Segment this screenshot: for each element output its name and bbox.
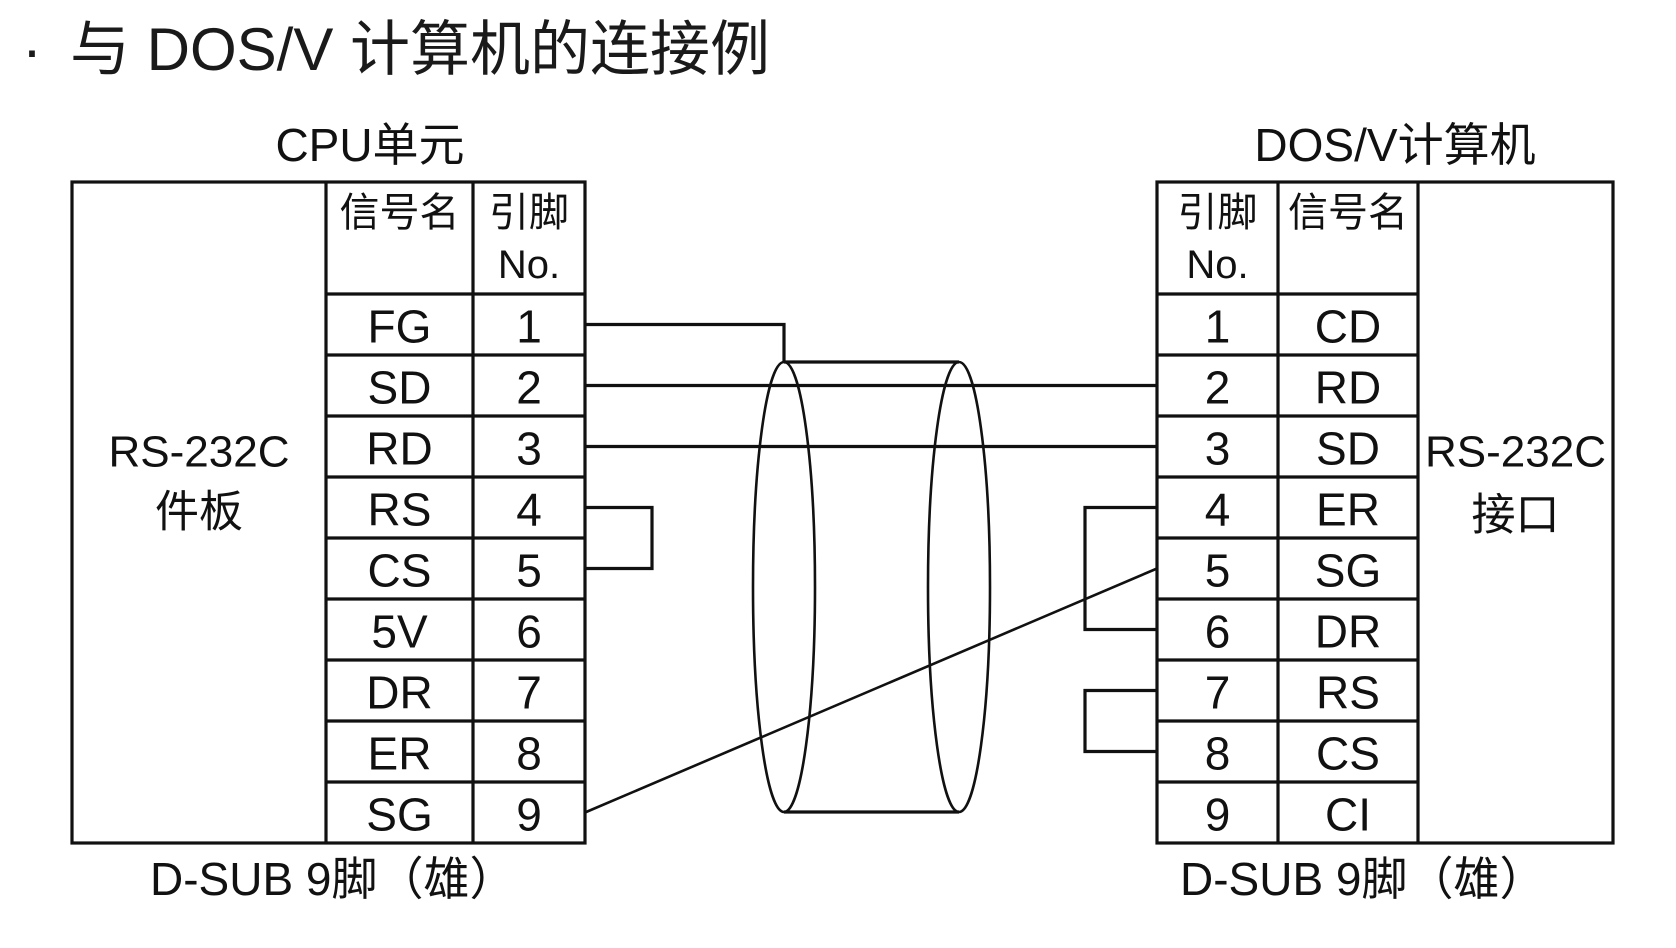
left-signal-sg: SG bbox=[366, 789, 432, 841]
left-outer-frame bbox=[70, 180, 587, 845]
right-connector-type: D-SUB 9脚（雄） bbox=[1180, 853, 1546, 905]
left-signal-rs: RS bbox=[368, 484, 432, 536]
left-board-label: RS-232C bbox=[109, 428, 290, 477]
right-pin-1: 1 bbox=[1205, 301, 1231, 353]
right-pin-5: 5 bbox=[1205, 545, 1231, 597]
title-bullet: · bbox=[22, 16, 42, 83]
right-outer-frame bbox=[1155, 180, 1615, 845]
right-header-pin: 引脚 bbox=[1178, 191, 1258, 235]
right-signal-ci: CI bbox=[1325, 789, 1371, 841]
left-pin-5: 5 bbox=[516, 545, 542, 597]
computer-heading: DOS/V计算机 bbox=[1254, 119, 1536, 171]
right-signal-dr: DR bbox=[1315, 606, 1381, 658]
left-connector-type: D-SUB 9脚（雄） bbox=[150, 853, 516, 905]
right-header-pin-no: No. bbox=[1186, 243, 1248, 287]
right-signal-sg: SG bbox=[1315, 545, 1381, 597]
right-signal-rd: RD bbox=[1315, 362, 1381, 414]
right-pin-8: 8 bbox=[1205, 728, 1231, 780]
right-pin-3: 3 bbox=[1205, 423, 1231, 475]
cpu-unit-heading: CPU单元 bbox=[275, 119, 465, 171]
wire-fg-shield bbox=[585, 322, 786, 362]
left-pin-8: 8 bbox=[516, 728, 542, 780]
jumper-right-7-8 bbox=[1083, 688, 1157, 754]
left-signal-er: ER bbox=[368, 728, 432, 780]
jumper-left-4-5 bbox=[585, 505, 654, 571]
left-signal-dr: DR bbox=[366, 667, 432, 719]
right-port-label-2: 接口 bbox=[1472, 491, 1560, 540]
left-signal-rd: RD bbox=[366, 423, 432, 475]
left-pin-9: 9 bbox=[516, 789, 542, 841]
shield-ellipse-left bbox=[751, 360, 817, 814]
right-header-signal-name: 信号名 bbox=[1288, 191, 1408, 235]
right-signal-cs: CS bbox=[1316, 728, 1380, 780]
jumper-right-4-6 bbox=[1083, 505, 1157, 632]
right-signal-sd: SD bbox=[1316, 423, 1380, 475]
right-signal-cd: CD bbox=[1315, 301, 1381, 353]
left-pin-2: 2 bbox=[516, 362, 542, 414]
right-signal-rs: RS bbox=[1316, 667, 1380, 719]
left-pin-3: 3 bbox=[516, 423, 542, 475]
wires bbox=[584, 322, 1158, 814]
left-pin-7: 7 bbox=[516, 667, 542, 719]
left-signal-cs: CS bbox=[368, 545, 432, 597]
left-header-pin: 引脚 bbox=[489, 191, 569, 235]
page-title: · 与 DOS/V 计算机的连接例 bbox=[22, 12, 770, 88]
left-pin-4: 4 bbox=[516, 484, 542, 536]
right-pin-4: 4 bbox=[1205, 484, 1231, 536]
left-signal-5v: 5V bbox=[371, 606, 428, 658]
left-signal-fg: FG bbox=[368, 301, 432, 353]
title-text: 与 DOS/V 计算机的连接例 bbox=[69, 16, 771, 83]
shield-ellipse-right bbox=[926, 360, 992, 814]
left-connector-table: 信号名引脚 No. RS-232C 件板 FG 1SD 2RD 3RS 4CS 5 5V 6DR 7ER… bbox=[70, 180, 587, 845]
left-header-signal-name: 信号名 bbox=[340, 191, 460, 235]
cable-shield bbox=[751, 360, 992, 814]
right-pin-7: 7 bbox=[1205, 667, 1231, 719]
left-header-pin-no: No. bbox=[498, 243, 560, 287]
left-pin-1: 1 bbox=[516, 301, 542, 353]
right-pin-6: 6 bbox=[1205, 606, 1231, 658]
right-port-label: RS-232C bbox=[1425, 428, 1606, 477]
right-signal-er: ER bbox=[1316, 484, 1380, 536]
left-pin-6: 6 bbox=[516, 606, 542, 658]
wire-left9-right5 bbox=[584, 567, 1158, 814]
left-board-label-2: 件板 bbox=[155, 488, 243, 537]
right-pin-2: 2 bbox=[1205, 362, 1231, 414]
left-signal-sd: SD bbox=[368, 362, 432, 414]
right-pin-9: 9 bbox=[1205, 789, 1231, 841]
